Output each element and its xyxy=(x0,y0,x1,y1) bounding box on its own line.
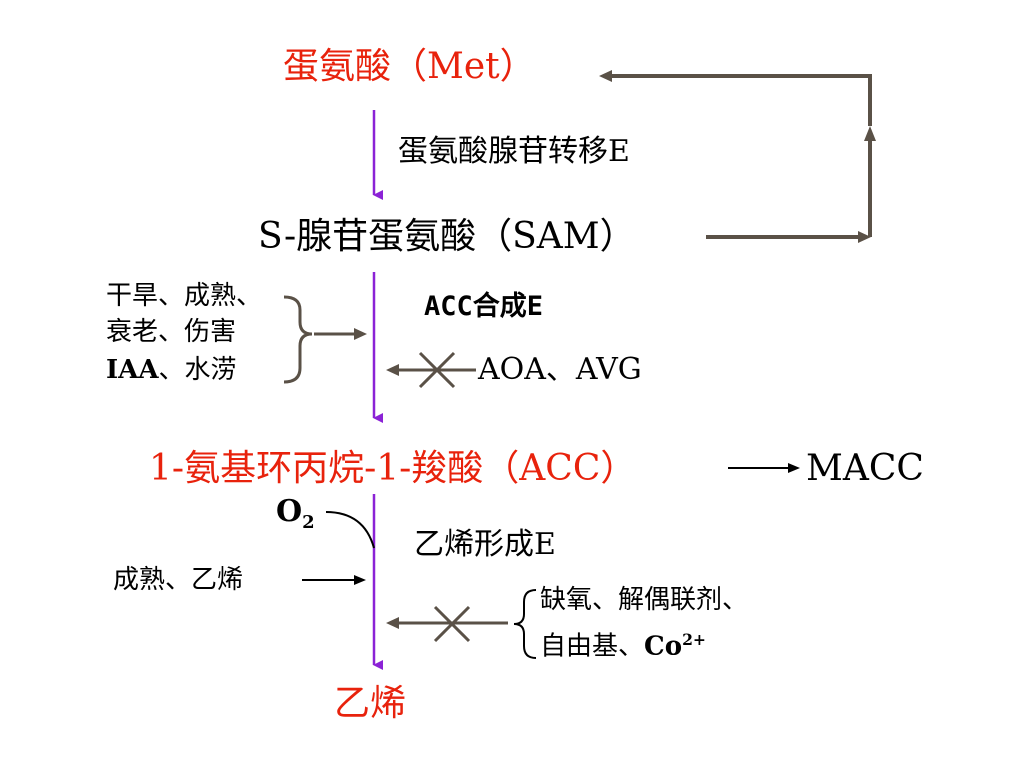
promoters-brace xyxy=(283,295,313,384)
oxygen-symbol: O xyxy=(276,494,303,529)
recycle-loop-arrow xyxy=(599,70,876,243)
node-met: 蛋氨酸（Met） xyxy=(283,46,536,87)
enzyme-met-to-sam: 蛋氨酸腺苷转移E xyxy=(398,134,630,169)
inhibitor-free-radical: 自由基、 xyxy=(540,631,645,662)
oxygen-curve xyxy=(325,511,375,549)
inhibitors-brace xyxy=(513,589,537,659)
promoters-ethylene: 成熟、乙烯 xyxy=(113,565,244,595)
oxygen-label: O2 xyxy=(276,497,315,532)
block-x-icon xyxy=(433,605,471,643)
promoter-line-1: 干旱、成熟、 xyxy=(106,281,263,311)
enzyme-efe: 乙烯形成E xyxy=(414,527,556,562)
inhibitor-cobalt: Co xyxy=(644,631,683,662)
promoter-iaa: IAA xyxy=(106,355,159,385)
node-ethylene: 乙烯 xyxy=(334,683,407,724)
block-x-icon xyxy=(418,351,456,389)
node-sam: S-腺苷蛋氨酸（SAM） xyxy=(258,216,636,257)
promoter-line-3: IAA、水涝 xyxy=(106,357,237,383)
inhibitors-acc: AOA、AVG xyxy=(478,352,642,387)
oxygen-subscript: 2 xyxy=(302,512,315,533)
promoter-waterlogging: 、水涝 xyxy=(158,355,237,385)
inhibitor-line-1: 缺氧、解偶联剂、 xyxy=(540,585,749,615)
promoters-arrow xyxy=(314,328,367,340)
inhibitor-line-2: 自由基、Co2+ xyxy=(540,632,706,660)
inhibitor-cobalt-charge: 2+ xyxy=(682,630,706,649)
arrow-acc-to-macc xyxy=(728,463,800,473)
promoter-line-2: 衰老、伤害 xyxy=(106,317,237,347)
node-acc: 1-氨基环丙烷-1-羧酸（ACC） xyxy=(149,448,637,489)
node-macc: MACC xyxy=(806,448,924,489)
promoters-ethylene-arrow xyxy=(302,575,366,585)
enzyme-acc-synthase: ACC合成E xyxy=(424,291,544,322)
